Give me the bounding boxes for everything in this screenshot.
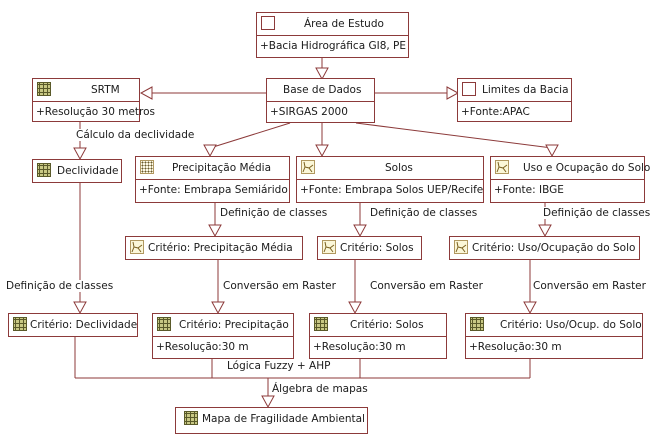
node-base-dados[interactable]: Base de Dados +SIRGAS 2000 bbox=[266, 78, 375, 123]
node-title: Critério: Declividade bbox=[30, 319, 138, 331]
edge-label-conversao-raster: Conversão em Raster bbox=[222, 280, 337, 292]
node-title: Critério: Precipitação bbox=[179, 319, 289, 331]
polygon-layer-icon bbox=[301, 160, 315, 174]
edge-label-definicao-classes: Definição de classes bbox=[542, 207, 651, 219]
node-attribute: +Fonte: Embrapa Solos UEP/Recife bbox=[300, 184, 484, 196]
node-criterio-uso-ocupacao-vetor[interactable]: Critério: Uso/Ocupação do Solo bbox=[449, 236, 640, 260]
node-limites-bacia[interactable]: Limites da Bacia +Fonte:APAC bbox=[457, 78, 572, 122]
raster-grid-icon bbox=[13, 317, 27, 331]
raster-grid-icon bbox=[37, 163, 51, 177]
node-area-estudo[interactable]: Área de Estudo +Bacia Hidrográfica GI8, … bbox=[256, 12, 409, 58]
node-title: Precipitação Média bbox=[172, 162, 272, 174]
node-criterio-precipitacao-raster[interactable]: Critério: Precipitação +Resolução:30 m bbox=[152, 313, 294, 359]
node-attribute: +Resolução 30 metros bbox=[36, 106, 156, 118]
node-declividade[interactable]: Declividade bbox=[32, 159, 122, 183]
edge-label-logica-fuzzy: Lógica Fuzzy + AHP bbox=[226, 360, 332, 372]
polygon-layer-icon bbox=[130, 240, 144, 254]
polygon-layer-icon bbox=[495, 160, 509, 174]
node-attribute: +SIRGAS 2000 bbox=[270, 106, 348, 118]
raster-grid-icon bbox=[470, 317, 484, 331]
node-attribute: +Resolução:30 m bbox=[313, 341, 406, 353]
node-title: SRTM bbox=[91, 84, 120, 96]
polygon-layer-icon bbox=[454, 240, 468, 254]
edge-label-definicao-classes: Definição de classes bbox=[369, 207, 479, 219]
edge-label-definicao-classes: Definição de classes bbox=[219, 207, 329, 219]
edge-label-calculo-declividade: Cálculo da declividade bbox=[75, 129, 196, 141]
raster-grid-icon bbox=[184, 411, 198, 425]
edge-label-conversao-raster: Conversão em Raster bbox=[369, 280, 484, 292]
edge-label-definicao-classes: Definição de classes bbox=[5, 280, 115, 292]
node-attribute: +Fonte:APAC bbox=[461, 106, 530, 118]
raster-grid-icon bbox=[37, 82, 51, 96]
node-title: Solos bbox=[385, 162, 413, 174]
edge-label-conversao-raster: Conversão em Raster bbox=[532, 280, 647, 292]
node-criterio-uso-ocupacao-raster[interactable]: Critério: Uso/Ocup. do Solo +Resolução:3… bbox=[465, 313, 643, 359]
raster-grid-icon bbox=[157, 317, 171, 331]
node-attribute: +Resolução:30 m bbox=[156, 341, 249, 353]
node-title: Uso e Ocupação do Solo bbox=[523, 162, 651, 174]
node-attribute: +Fonte: IBGE bbox=[494, 184, 564, 196]
empty-class-icon bbox=[462, 82, 476, 96]
node-title: Critério: Uso/Ocupação do Solo bbox=[472, 242, 636, 254]
node-attribute: +Bacia Hidrográfica GI8, PE bbox=[260, 40, 407, 52]
node-attribute: +Fonte: Embrapa Semiárido bbox=[139, 184, 288, 196]
node-title: Base de Dados bbox=[283, 84, 362, 96]
node-precipitacao-media[interactable]: Precipitação Média +Fonte: Embrapa Semiá… bbox=[135, 156, 290, 203]
node-title: Mapa de Fragilidade Ambiental bbox=[202, 413, 365, 425]
node-criterio-precipitacao-media[interactable]: Critério: Precipitação Média bbox=[125, 236, 303, 260]
node-attribute: +Resolução:30 m bbox=[469, 341, 562, 353]
node-title: Declividade bbox=[57, 165, 119, 177]
node-title: Área de Estudo bbox=[304, 18, 384, 30]
node-uso-ocupacao-solo[interactable]: Uso e Ocupação do Solo +Fonte: IBGE bbox=[490, 156, 650, 203]
polygon-layer-icon bbox=[322, 240, 336, 254]
point-layer-icon bbox=[140, 160, 154, 174]
node-criterio-declividade[interactable]: Critério: Declividade bbox=[8, 313, 138, 337]
node-title: Limites da Bacia bbox=[482, 84, 569, 96]
empty-class-icon bbox=[261, 16, 275, 30]
node-title: Critério: Solos bbox=[350, 319, 424, 331]
node-criterio-solos-vetor[interactable]: Critério: Solos bbox=[317, 236, 422, 260]
node-title: Critério: Precipitação Média bbox=[148, 242, 293, 254]
node-srtm[interactable]: SRTM +Resolução 30 metros bbox=[32, 78, 156, 122]
node-mapa-fragilidade[interactable]: Mapa de Fragilidade Ambiental bbox=[175, 407, 368, 434]
raster-grid-icon bbox=[314, 317, 328, 331]
node-solos[interactable]: Solos +Fonte: Embrapa Solos UEP/Recife bbox=[296, 156, 484, 203]
node-title: Critério: Solos bbox=[340, 242, 414, 254]
node-criterio-solos-raster[interactable]: Critério: Solos +Resolução:30 m bbox=[309, 313, 447, 359]
edge-label-algebra-mapas: Álgebra de mapas bbox=[271, 383, 369, 395]
node-title: Critério: Uso/Ocup. do Solo bbox=[500, 319, 642, 331]
